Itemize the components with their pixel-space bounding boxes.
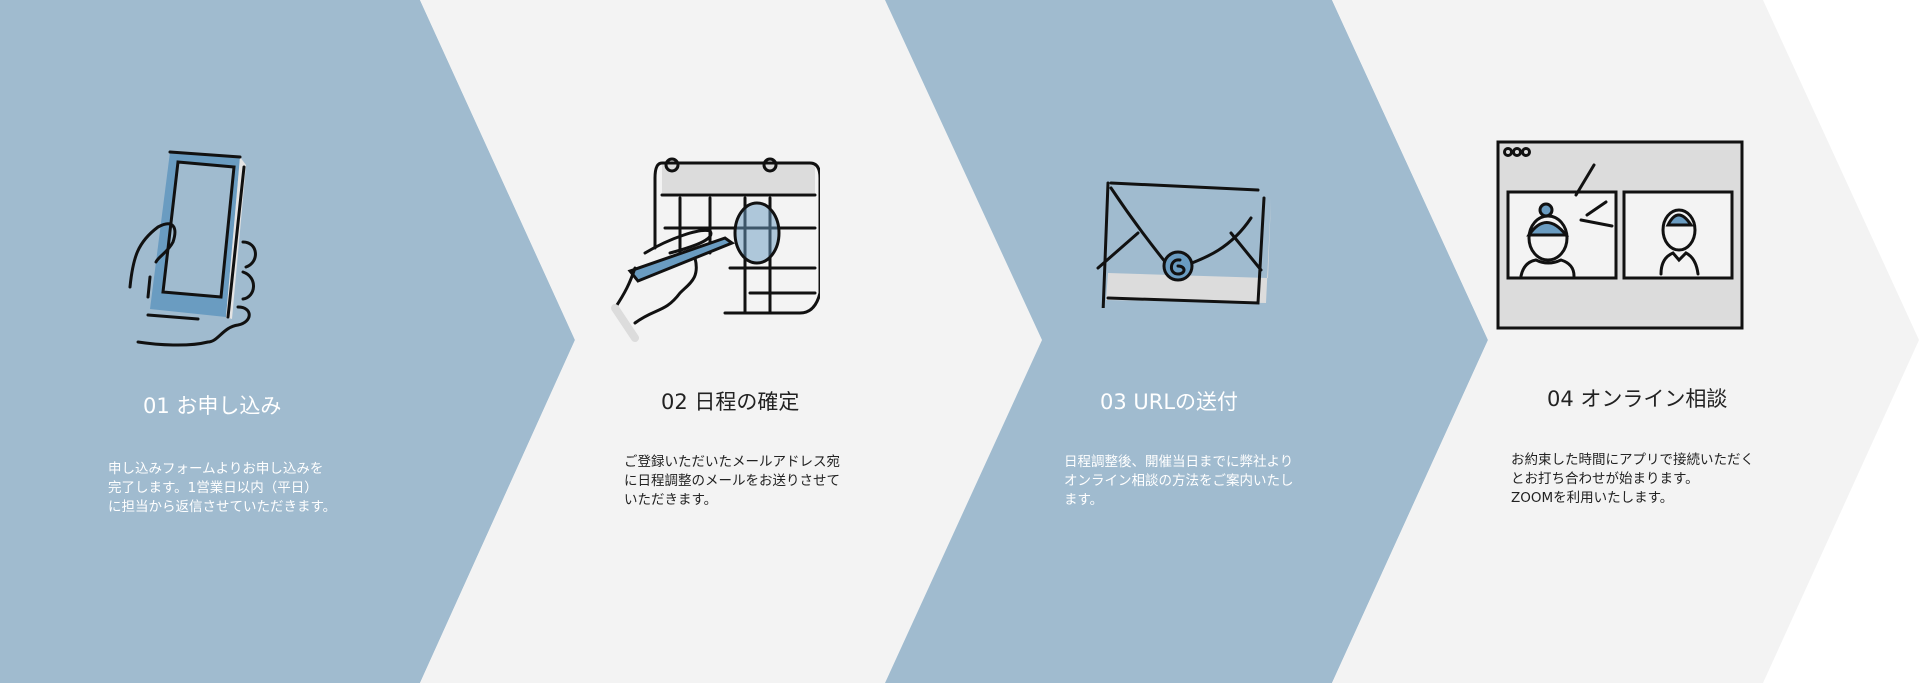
step-2-description: ご登録いただいたメールアドレス宛 に日程調整のメールをお送りさせて いただきます…: [624, 454, 840, 508]
calendar-pen-icon: [611, 157, 820, 342]
step-1-title: 01 お申し込み: [143, 394, 282, 418]
step-2-chevron: [420, 0, 1042, 683]
envelope-icon: [1096, 181, 1271, 308]
step-3-chevron: [885, 0, 1488, 683]
step-4-chevron: [1332, 0, 1919, 683]
step-4-title: 04 オンライン相談: [1547, 387, 1728, 411]
step-4-description: お約束した時間にアプリで接続いただく とお打ち合わせが始まります。 ZOOMを利…: [1511, 452, 1754, 506]
step-1-description: 申し込みフォームよりお申し込みを 完了します。1営業日以内（平日） に担当から返…: [108, 461, 337, 515]
smartphone-hand-icon: [128, 150, 257, 347]
step-1-chevron: [0, 0, 575, 683]
step-3-title: 03 URLの送付: [1100, 390, 1239, 414]
step-2-title: 02 日程の確定: [661, 390, 800, 414]
step-3-description: 日程調整後、開催当日までに弊社より オンライン相談の方法をご案内いたし ます。: [1064, 454, 1294, 508]
video-call-icon: [1496, 140, 1744, 330]
